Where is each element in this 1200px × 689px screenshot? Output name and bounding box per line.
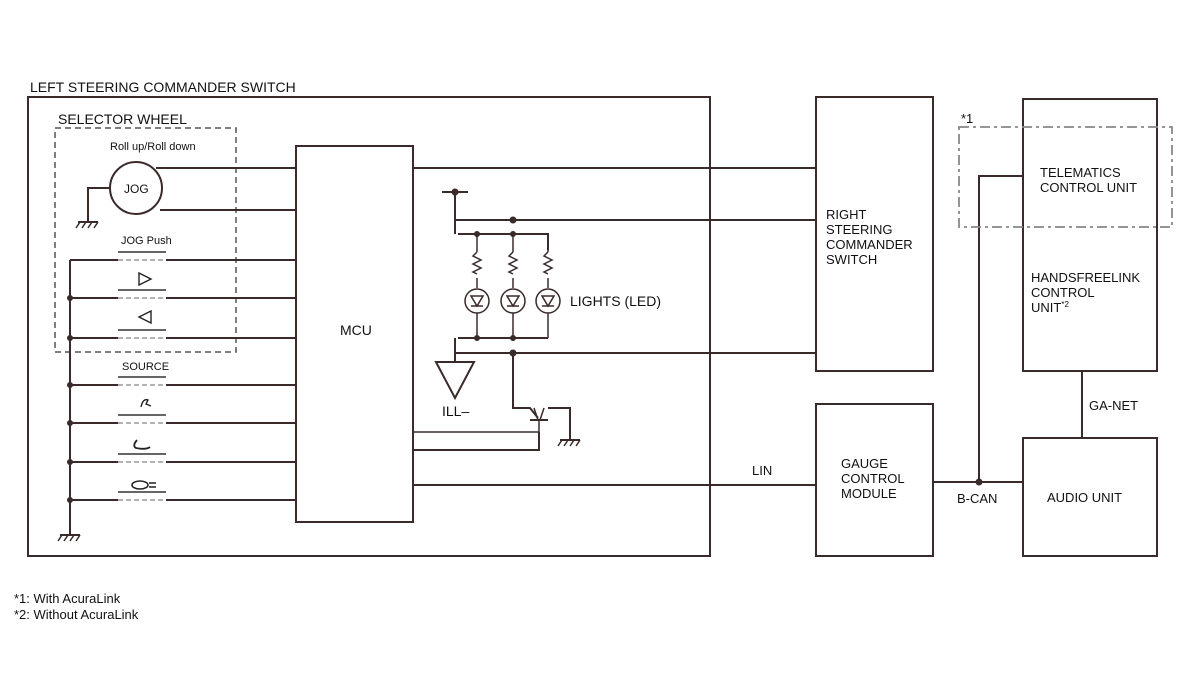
right-switch-label-3: COMMANDER bbox=[826, 237, 913, 252]
bcan-telematics-wire bbox=[978, 175, 1023, 482]
footnote-2: *2: Without AcuraLink bbox=[14, 607, 139, 622]
audio-box bbox=[1022, 437, 1158, 557]
right-switch-label-4: SWITCH bbox=[826, 252, 877, 267]
hang-up-icon bbox=[131, 480, 149, 490]
switch-phone bbox=[67, 439, 296, 465]
jog-ground-wire bbox=[87, 187, 110, 222]
switch-talk bbox=[67, 398, 296, 426]
switch-hangup bbox=[67, 480, 296, 503]
ganet-label: GA-NET bbox=[1089, 398, 1138, 413]
selector-wheel-title: SELECTOR WHEEL bbox=[58, 111, 187, 127]
lin-label: LIN bbox=[752, 463, 772, 478]
right-switch-label-2: STEERING bbox=[826, 222, 892, 237]
lights-label: LIGHTS (LED) bbox=[570, 293, 661, 309]
led-top-bus bbox=[454, 220, 549, 250]
roll-label: Roll up/Roll down bbox=[110, 141, 196, 153]
ill-wire bbox=[454, 338, 816, 354]
play-forward-icon bbox=[138, 271, 153, 287]
star1-label: *1 bbox=[961, 111, 973, 126]
switch-source bbox=[67, 376, 296, 388]
right-switch-box bbox=[815, 96, 934, 372]
ill-label: ILL– bbox=[442, 403, 469, 419]
footnote-1: *1: With AcuraLink bbox=[14, 591, 121, 606]
telematics-dashed-box bbox=[958, 126, 1173, 228]
jog-push-label: JOG Push bbox=[121, 235, 172, 247]
handsfree-label-1: HANDSFREELINK bbox=[1031, 270, 1140, 285]
led-2 bbox=[500, 234, 526, 338]
telematics-label-1: TELEMATICS bbox=[1040, 165, 1121, 180]
jog-label: JOG bbox=[124, 182, 149, 196]
voice-talk-icon bbox=[140, 398, 152, 408]
mcu-label: MCU bbox=[340, 322, 372, 338]
switch-jog-push bbox=[70, 251, 296, 261]
switch-ground-icon bbox=[57, 534, 81, 542]
play-back-icon bbox=[137, 309, 152, 325]
led-3 bbox=[535, 250, 561, 338]
gauge-box bbox=[815, 403, 934, 557]
mcu-box bbox=[295, 145, 414, 523]
gauge-label-3: MODULE bbox=[841, 486, 897, 501]
telematics-label-2: CONTROL UNIT bbox=[1040, 180, 1137, 195]
handsfree-label-3-text: UNIT bbox=[1031, 300, 1061, 315]
source-label: SOURCE bbox=[122, 361, 169, 373]
selector-wheel-box bbox=[54, 127, 237, 353]
mcu-transistor-wire bbox=[413, 432, 540, 451]
led-power-wire bbox=[454, 192, 816, 221]
handsfree-box bbox=[1022, 98, 1158, 372]
gauge-label-1: GAUGE bbox=[841, 456, 888, 471]
transistor-ground-icon bbox=[557, 439, 581, 447]
ill-triangle-icon bbox=[434, 353, 476, 401]
gauge-label-2: CONTROL bbox=[841, 471, 905, 486]
handsfree-label-2: CONTROL bbox=[1031, 285, 1095, 300]
left-switch-title: LEFT STEERING COMMANDER SWITCH bbox=[30, 79, 296, 95]
jog-ground-icon bbox=[75, 221, 99, 229]
handsfree-sup: *2 bbox=[1061, 300, 1069, 309]
led-1 bbox=[464, 234, 490, 338]
switch-prev bbox=[67, 309, 296, 341]
left-switch-box bbox=[27, 96, 711, 557]
handsfree-label-3: UNIT*2 bbox=[1031, 300, 1069, 315]
transistor-icon bbox=[413, 407, 548, 433]
transistor-wires bbox=[512, 353, 571, 440]
switch-next bbox=[67, 271, 296, 301]
audio-label: AUDIO UNIT bbox=[1047, 490, 1122, 505]
bcan-label: B-CAN bbox=[957, 491, 997, 506]
phone-icon bbox=[133, 439, 151, 450]
right-switch-label-1: RIGHT bbox=[826, 207, 867, 222]
